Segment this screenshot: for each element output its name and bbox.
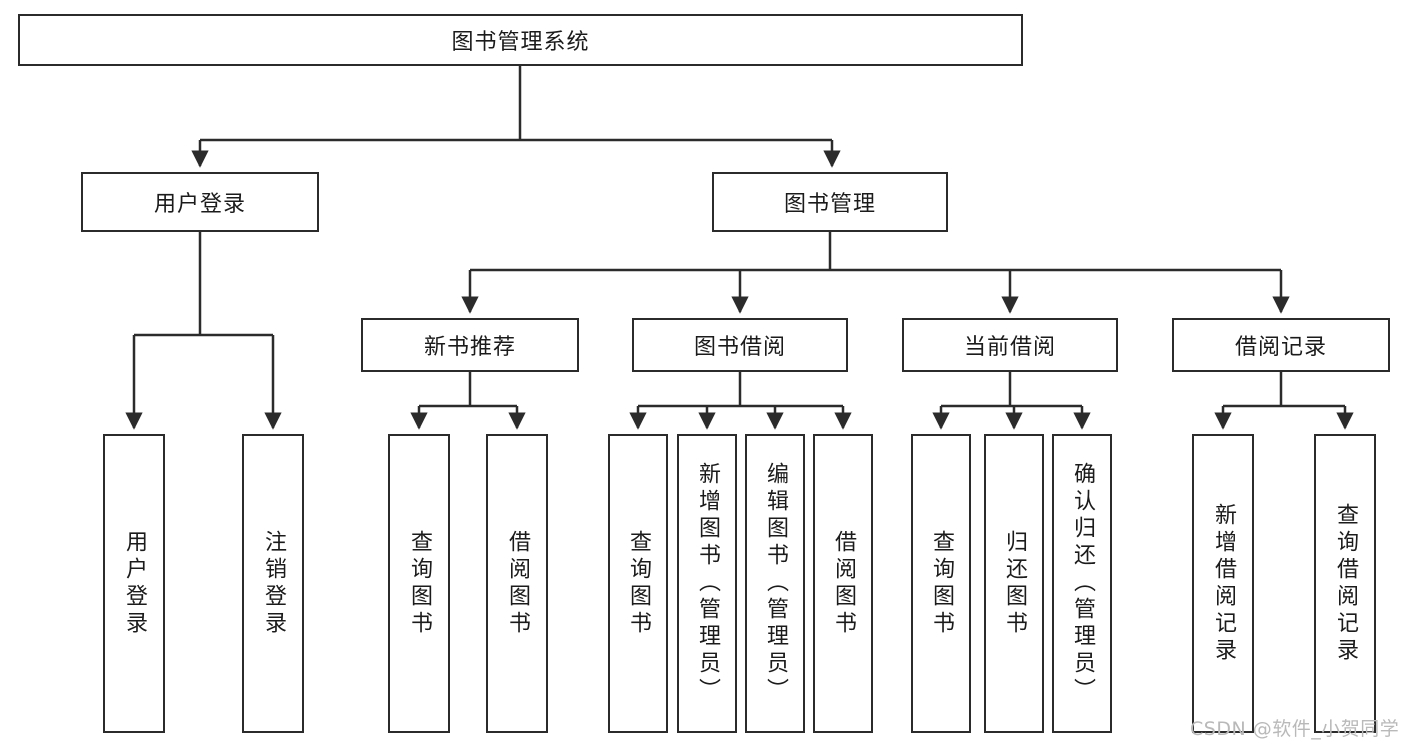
node-new-book-recommend[interactable]: 新书推荐 xyxy=(361,318,579,372)
node-leaf-borrow-edit-book-label: 编辑图书（管理员） xyxy=(763,462,788,705)
node-book-manage[interactable]: 图书管理 xyxy=(712,172,948,232)
node-leaf-rec-borrow-book[interactable]: 借阅图书 xyxy=(486,434,548,733)
node-leaf-borrow-query-book-label: 查询图书 xyxy=(626,529,651,638)
node-leaf-current-query-book-label: 查询图书 xyxy=(929,529,954,638)
node-leaf-rec-borrow-book-label: 借阅图书 xyxy=(505,529,530,638)
node-leaf-current-confirm-return-label: 确认归还（管理员） xyxy=(1070,462,1095,705)
node-leaf-current-return-book-label: 归还图书 xyxy=(1002,529,1027,638)
node-root-label: 图书管理系统 xyxy=(451,30,590,55)
node-user-login[interactable]: 用户登录 xyxy=(81,172,319,232)
node-leaf-borrow-borrow-book[interactable]: 借阅图书 xyxy=(813,434,873,733)
node-leaf-user-login-label: 用户登录 xyxy=(122,529,147,638)
node-leaf-borrow-borrow-book-label: 借阅图书 xyxy=(831,529,856,638)
node-leaf-borrow-add-book[interactable]: 新增图书（管理员） xyxy=(677,434,737,733)
node-leaf-borrow-edit-book[interactable]: 编辑图书（管理员） xyxy=(745,434,805,733)
node-leaf-borrow-add-book-label: 新增图书（管理员） xyxy=(695,462,720,705)
csdn-watermark: CSDN @软件_小贺同学 xyxy=(1190,718,1400,740)
node-leaf-user-logout-label: 注销登录 xyxy=(261,529,286,638)
node-user-login-label: 用户登录 xyxy=(153,192,246,217)
node-leaf-rec-query-book-label: 查询图书 xyxy=(407,529,432,638)
node-leaf-record-query[interactable]: 查询借阅记录 xyxy=(1314,434,1376,733)
node-book-borrow-label: 图书借阅 xyxy=(693,335,786,360)
node-leaf-user-logout[interactable]: 注销登录 xyxy=(242,434,304,733)
node-book-manage-label: 图书管理 xyxy=(783,192,876,217)
node-leaf-record-query-label: 查询借阅记录 xyxy=(1333,502,1358,665)
node-leaf-current-confirm-return[interactable]: 确认归还（管理员） xyxy=(1052,434,1112,733)
node-leaf-rec-query-book[interactable]: 查询图书 xyxy=(388,434,450,733)
node-leaf-current-return-book[interactable]: 归还图书 xyxy=(984,434,1044,733)
node-leaf-record-add-label: 新增借阅记录 xyxy=(1211,502,1236,665)
node-leaf-borrow-query-book[interactable]: 查询图书 xyxy=(608,434,668,733)
node-new-book-recommend-label: 新书推荐 xyxy=(423,335,516,360)
node-leaf-record-add[interactable]: 新增借阅记录 xyxy=(1192,434,1254,733)
node-current-borrow-label: 当前借阅 xyxy=(963,335,1056,360)
node-book-borrow[interactable]: 图书借阅 xyxy=(632,318,848,372)
node-borrow-record[interactable]: 借阅记录 xyxy=(1172,318,1390,372)
node-root[interactable]: 图书管理系统 xyxy=(18,14,1023,66)
node-leaf-user-login[interactable]: 用户登录 xyxy=(103,434,165,733)
node-leaf-current-query-book[interactable]: 查询图书 xyxy=(911,434,971,733)
node-borrow-record-label: 借阅记录 xyxy=(1234,335,1327,360)
node-current-borrow[interactable]: 当前借阅 xyxy=(902,318,1118,372)
